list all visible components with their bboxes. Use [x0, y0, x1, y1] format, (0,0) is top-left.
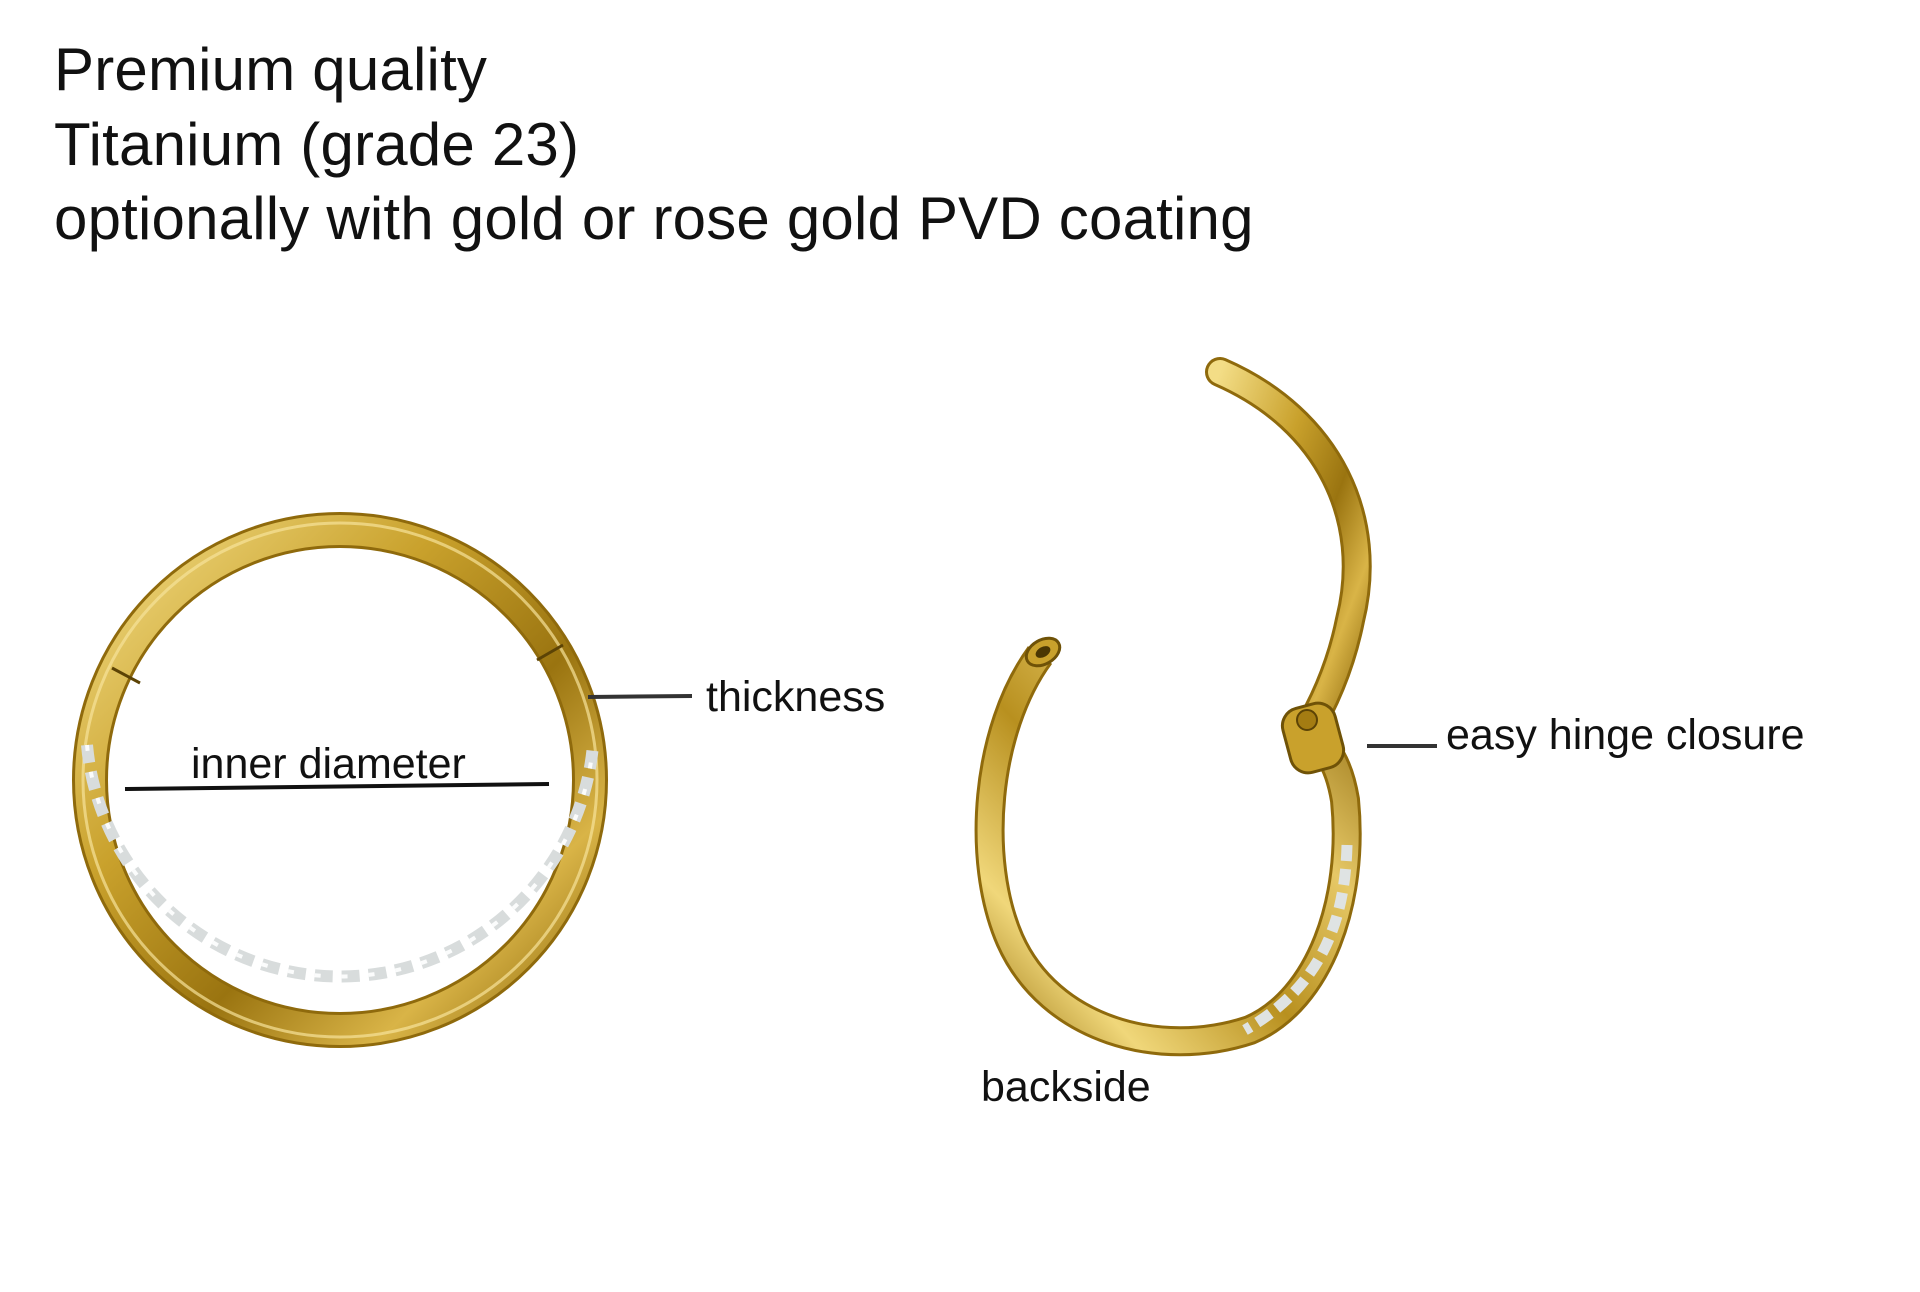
open-ring — [974, 357, 1372, 1057]
headline-line-2: Titanium (grade 23) — [54, 111, 580, 178]
open-ring-lower-band — [977, 647, 1359, 1054]
thickness-label: thickness — [706, 673, 886, 721]
open-ring-upper-band — [1208, 360, 1369, 747]
thickness-leader-line — [587, 694, 693, 699]
backside-label: backside — [981, 1063, 1151, 1111]
closed-ring — [72, 512, 608, 1048]
ring-gem-row — [81, 744, 599, 983]
inner-diameter-label: inner diameter — [191, 740, 466, 788]
ring-seam-right — [536, 643, 564, 662]
ring-seam-left — [111, 666, 141, 685]
hinge-closure-label: easy hinge closure — [1446, 711, 1805, 759]
inner-diameter-line — [124, 782, 550, 791]
headline-line-1: Premium quality — [54, 36, 488, 103]
hinge-pin — [1296, 709, 1318, 731]
headline-line-3: optionally with gold or rose gold PVD co… — [54, 185, 1254, 252]
open-ring-tube-hole — [1035, 646, 1051, 658]
ring-highlight — [81, 521, 599, 1039]
open-ring-gem-row — [1242, 844, 1353, 1035]
